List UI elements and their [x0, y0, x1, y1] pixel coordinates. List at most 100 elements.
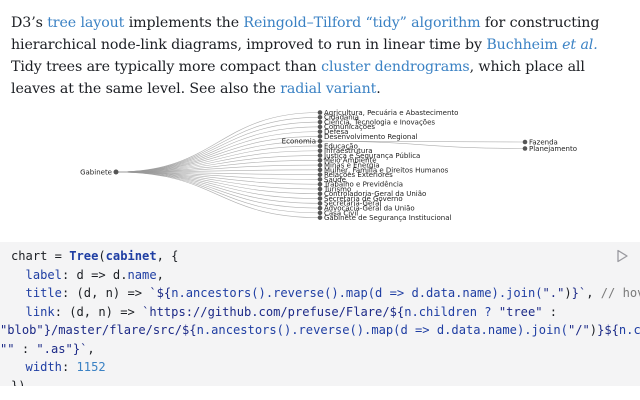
code-line: chart = Tree(cabinet, {	[11, 247, 640, 266]
tree-leaf-label: Secretaria de Governo	[324, 195, 403, 203]
intro-text: .	[376, 81, 381, 97]
tree-link	[115, 155, 321, 173]
code-token: name	[127, 267, 157, 282]
tree-branch-label: Economia	[282, 138, 316, 146]
code-token: )	[564, 286, 572, 300]
tree-leaf-node	[317, 191, 323, 197]
tree-leaf-node	[317, 167, 323, 173]
code-token: cabinet	[105, 249, 157, 263]
tree-leaf-label: Fazenda	[529, 138, 558, 146]
tree-leaf-node	[317, 114, 323, 120]
tree-leaf-label: Gabinete de Segurança Institucional	[324, 214, 452, 222]
tree-leaf-label: Controladoria-Geral da União	[324, 190, 426, 198]
tree-leaf-node	[317, 148, 323, 154]
tree-leaf-label: Comunicações	[324, 123, 375, 131]
code-token: "tree"	[498, 304, 543, 319]
tree-leaf-node	[317, 153, 323, 158]
code-token: }`	[72, 341, 88, 356]
tree-link	[115, 171, 321, 195]
tree-leaf-label: Casa Civil	[324, 209, 358, 217]
tree-leaf-node	[317, 181, 323, 187]
link-radial-variant[interactable]: radial variant	[280, 81, 377, 97]
tree-leaf-label: Ciência, Tecnologia e Inovações	[324, 118, 435, 126]
code-token: }`	[571, 286, 587, 300]
link-buchheim-em: et al.	[562, 37, 598, 53]
tree-leaf-label: Turismo	[323, 185, 351, 193]
tree-leaf-node	[317, 134, 323, 139]
tree-leaf-label: Minas e Energia	[324, 161, 380, 169]
code-token: :	[61, 360, 77, 374]
code-line: width: 1152	[11, 358, 640, 377]
code-line: "" : ".as"}`,	[0, 340, 640, 359]
code-token: n.ancestors().reverse().map(d => d.data.…	[171, 286, 543, 300]
link-buchheim[interactable]: Buchheim et al.	[486, 37, 597, 53]
code-cell[interactable]: chart = Tree(cabinet, { label: d => d.na…	[0, 242, 640, 386]
tree-branch-node	[317, 138, 323, 144]
code-token: :	[14, 341, 37, 356]
code-token: ,	[87, 341, 95, 356]
tree-link	[115, 140, 321, 173]
intro-paragraph: D3’s tree layout implements the Reingold…	[11, 12, 621, 100]
tree-leaf-node	[317, 215, 323, 220]
tree-leaf-node	[317, 186, 323, 192]
intro-text: for constructing hierarchical node-link …	[11, 15, 600, 53]
tree-leaf-node	[522, 139, 528, 145]
code-token: chart =	[11, 249, 70, 263]
intro-text: implements the	[124, 15, 244, 31]
tree-leaf-node	[317, 172, 323, 177]
code-token: (	[98, 249, 106, 263]
code-token: label	[11, 267, 62, 282]
tree-link	[115, 171, 321, 209]
run-cell-button[interactable]	[614, 248, 630, 264]
code-token: `${	[149, 286, 172, 300]
tree-link	[115, 171, 321, 218]
intro-text: Tidy trees are typically more compact th…	[11, 59, 322, 75]
tree-link	[115, 171, 321, 204]
tree-leaf-node	[317, 119, 323, 125]
tree-leaf-node	[317, 196, 323, 201]
link-tree-layout[interactable]: tree layout	[47, 15, 125, 31]
code-token: width	[11, 360, 62, 374]
code-line: title: (d, n) => `${n.ancestors().revers…	[11, 284, 640, 303]
tree-leaf-label: Infraestrutura	[324, 147, 373, 155]
code-line: "blob"}/master/flare/src/${n.ancestors()…	[0, 321, 640, 340]
tree-root-label: Gabinete	[80, 168, 112, 176]
tree-leaf-label: Trabalho e Previdência	[323, 181, 403, 189]
code-token: )	[589, 323, 598, 337]
code-token: ,	[586, 286, 601, 300]
tree-leaf-node	[317, 201, 323, 206]
code-token: : (d, n) =>	[54, 304, 143, 319]
tree-leaf-label: Defesa	[324, 128, 348, 136]
tree-leaf-label: Saúde	[324, 176, 346, 184]
tree-leaf-label: Educação	[324, 142, 358, 150]
code-token: ""	[0, 341, 15, 356]
tree-leaf-label: Desenvolvimento Regional	[324, 133, 418, 141]
code-token: n.children ?	[618, 323, 640, 337]
code-token: 1152	[76, 360, 106, 374]
tree-leaf-label: Justiça e Segurança Pública	[323, 152, 420, 160]
code-token: title	[11, 286, 62, 300]
tree-leaf-node	[317, 110, 323, 115]
tree-leaf-node	[317, 124, 323, 130]
tree-leaf-node	[317, 129, 323, 134]
code-token: }/master/flare/src/${	[43, 323, 197, 337]
code-token: link	[11, 304, 55, 319]
code-token: : (d, n) =>	[61, 286, 150, 300]
tree-leaf-node	[522, 146, 528, 151]
tree-leaf-node	[317, 158, 323, 163]
tree-leaf-label: Mulher, Família e Direitos Humanos	[324, 166, 449, 174]
code-token: Tree	[69, 249, 99, 263]
link-buchheim-text: Buchheim	[486, 37, 563, 53]
intro-text: D3’s	[11, 15, 48, 31]
link-reingold-tilford[interactable]: Reingold–Tilford “tidy” algorithm	[243, 15, 481, 31]
link-cluster-dendrograms[interactable]: cluster dendrograms	[321, 59, 470, 75]
code-token: `https://github.com/prefuse/Flare/${	[142, 304, 405, 319]
tree-leaf-label: Meio Ambiente	[324, 157, 377, 165]
play-icon	[617, 249, 628, 263]
tree-leaf-node	[317, 143, 323, 149]
code-comment: // hover text	[600, 286, 640, 300]
code-token: n.ancestors().reverse().map(d => d.data.…	[196, 323, 568, 337]
tree-link	[319, 140, 526, 143]
tree-leaf-label: Advocacia-Geral da União	[324, 205, 415, 213]
